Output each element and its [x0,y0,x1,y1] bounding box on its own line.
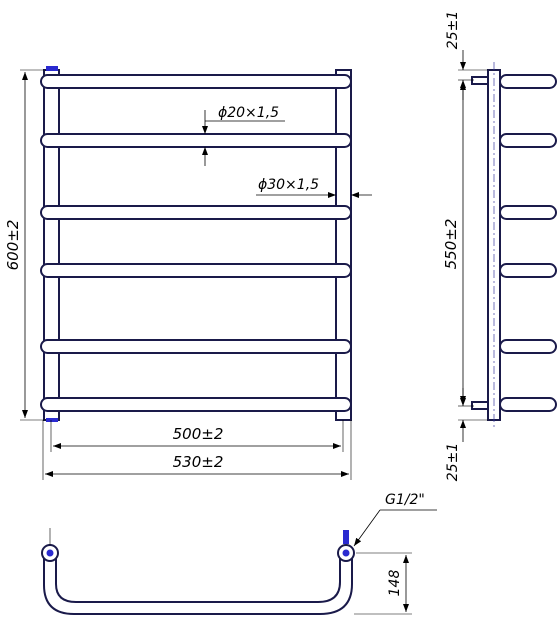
dim-crossbar-diameter: ϕ20×1,5 [202,105,285,166]
crossbar [40,339,352,354]
side-crossbars [499,74,557,412]
dim-crossbar-diameter-label: ϕ20×1,5 [218,105,279,121]
bottom-fitting [471,401,489,410]
u-tube [43,552,353,615]
side-crossbar [499,205,557,220]
dim-width-outer: 530±2 [42,420,352,480]
crossbars [40,74,352,412]
dim-top-offset-label: 25±1 [445,11,461,49]
dim-center-distance: 550±2 [442,82,466,404]
top-view: G1/2" 148 [41,492,437,615]
side-crossbar [499,133,557,148]
crossbar [40,263,352,278]
dim-height: 600±2 [4,69,46,421]
dim-top-offset: 25±1 [445,11,488,100]
dim-width-inner-label: 500±2 [173,425,224,443]
front-view: 600±2 500±2 530±2 ϕ20×1,5 ϕ30×1,5 [4,66,372,480]
top-fitting [471,76,489,85]
left-rail [43,69,60,421]
dim-bottom-offset: 25±1 [445,388,488,481]
crossbar [40,74,352,89]
side-crossbar [499,263,557,278]
dim-height-label: 600±2 [4,220,22,271]
dim-width-inner: 500±2 [50,420,344,452]
dim-center-distance-label: 550±2 [442,219,460,270]
right-connector-stem [343,530,349,544]
thread-label: G1/2" [385,492,425,508]
dim-depth-label: 148 [387,570,403,597]
crossbar [40,133,352,148]
right-rail [335,69,352,421]
dim-depth: 148 [354,552,412,615]
left-rail-cap-top [46,66,58,71]
left-rail-cap-bottom [46,418,58,422]
left-connector-core [46,549,54,557]
crossbar [40,205,352,220]
side-crossbar [499,74,557,89]
side-crossbar [499,339,557,354]
dim-rail-diameter-label: ϕ30×1,5 [258,177,319,193]
dim-bottom-offset-label: 25±1 [445,443,461,481]
right-connector-core [342,549,350,557]
thread-callout: G1/2" [353,492,437,547]
dim-rail-diameter: ϕ30×1,5 [256,177,372,198]
dim-width-outer-label: 530±2 [173,453,224,471]
side-view: 25±1 550±2 25±1 [442,11,557,481]
side-crossbar [499,397,557,412]
crossbar [40,397,352,412]
